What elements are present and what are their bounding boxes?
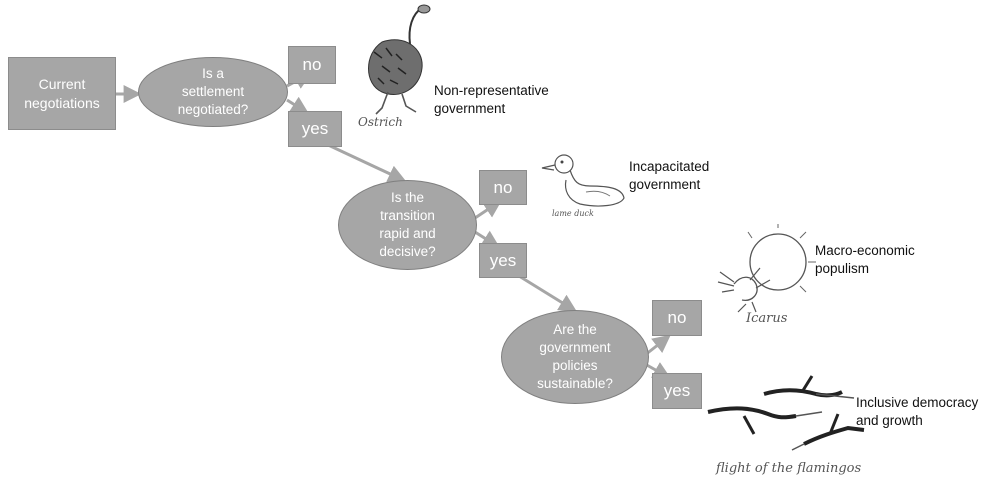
question-transition-ellipse: Is the transition rapid and decisive? (338, 180, 477, 270)
ostrich-sketch-icon: Ostrich (358, 4, 431, 129)
answer-no-2-label: no (493, 177, 513, 197)
answer-no-1-label: no (302, 55, 322, 74)
outcome-macro-economic-populism-text: Macro-economic populism (815, 243, 915, 277)
answer-yes-3-label: yes (663, 381, 691, 400)
icarus-sketch-icon: Icarus (717, 224, 816, 326)
outcome-incapacitated: Incapacitated government (629, 140, 709, 195)
answer-yes-2: yes (479, 243, 527, 278)
arrow-q1-to-yes (286, 96, 310, 114)
answer-yes-3: yes (652, 373, 702, 409)
question-settlement-ellipse: Is a settlement negotiated? (138, 57, 288, 127)
icarus-sketch-caption: Icarus (745, 311, 788, 326)
answer-yes-1: yes (288, 111, 342, 147)
outcome-incapacitated-text: Incapacitated government (629, 159, 710, 193)
outcome-inclusive-democracy-text: Inclusive democracy and growth (856, 395, 979, 429)
arrow-yes1-to-q2 (325, 142, 407, 183)
lame-duck-sketch-icon: lame duck (541, 154, 625, 218)
lame-duck-sketch-caption: lame duck (552, 209, 594, 218)
current-negotiations-label: Current negotiations (24, 76, 100, 111)
answer-no-3-label: no (667, 308, 687, 327)
ostrich-sketch-caption: Ostrich (358, 115, 403, 129)
answer-yes-1-label: yes (301, 119, 329, 138)
outcome-macro-economic-populism: Macro-economic populism (815, 224, 915, 279)
answer-yes-2-label: yes (489, 250, 517, 270)
arrow-yes2-to-q3 (518, 274, 578, 312)
answer-no-2: no (479, 170, 527, 205)
outcome-inclusive-democracy: Inclusive democracy and growth (856, 376, 978, 431)
question-sustainable-ellipse: Are the government policies sustainable? (501, 310, 649, 404)
question-settlement-text: Is a settlement negotiated? (177, 66, 249, 117)
flamingos-sketch-caption: flight of the flamingos (715, 461, 861, 476)
question-sustainable-text: Are the government policies sustainable? (537, 322, 613, 391)
flamingos-sketch-icon: flight of the flamingos (707, 375, 865, 476)
outcome-non-representative: Non-representative government (434, 64, 549, 119)
answer-no-1: no (288, 46, 336, 84)
arrow-q3-to-no (644, 334, 671, 357)
question-transition-text: Is the transition rapid and decisive? (379, 190, 436, 259)
outcome-non-representative-text: Non-representative government (434, 83, 549, 117)
answer-no-3: no (652, 300, 702, 336)
current-negotiations-box: Current negotiations (8, 57, 116, 130)
